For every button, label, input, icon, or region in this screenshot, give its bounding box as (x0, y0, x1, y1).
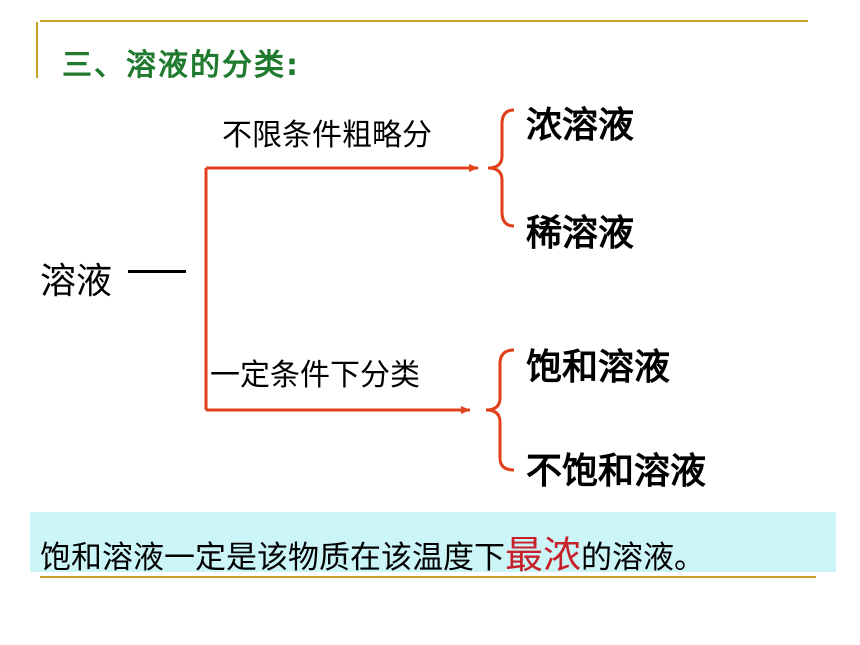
leaf-concentrated: 浓溶液 (526, 105, 635, 146)
note-box (30, 512, 836, 572)
root-dash (128, 270, 186, 273)
note-before: 饱和溶液一定是该物质在该温度下 (40, 540, 505, 576)
bottom-rule (40, 576, 816, 578)
upper-brace (487, 108, 515, 228)
leaf-dilute: 稀溶液 (526, 213, 635, 254)
root-node: 溶液 (40, 261, 113, 302)
top-rule (40, 20, 808, 22)
leaf-saturated: 饱和溶液 (526, 347, 671, 388)
leaf-unsaturated: 不饱和溶液 (526, 451, 707, 492)
slide-title: 三、溶液的分类: (62, 48, 300, 83)
note-after: 的溶液。 (581, 540, 706, 576)
left-rule (36, 22, 38, 78)
lower-brace (485, 348, 515, 472)
note-text: 饱和溶液一定是该物质在该温度下最浓的溶液。 (40, 524, 705, 579)
branch-label-conditional: 一定条件下分类 (210, 358, 420, 393)
branch-label-rough: 不限条件粗略分 (222, 118, 432, 153)
note-emphasis: 最浓 (505, 533, 582, 577)
